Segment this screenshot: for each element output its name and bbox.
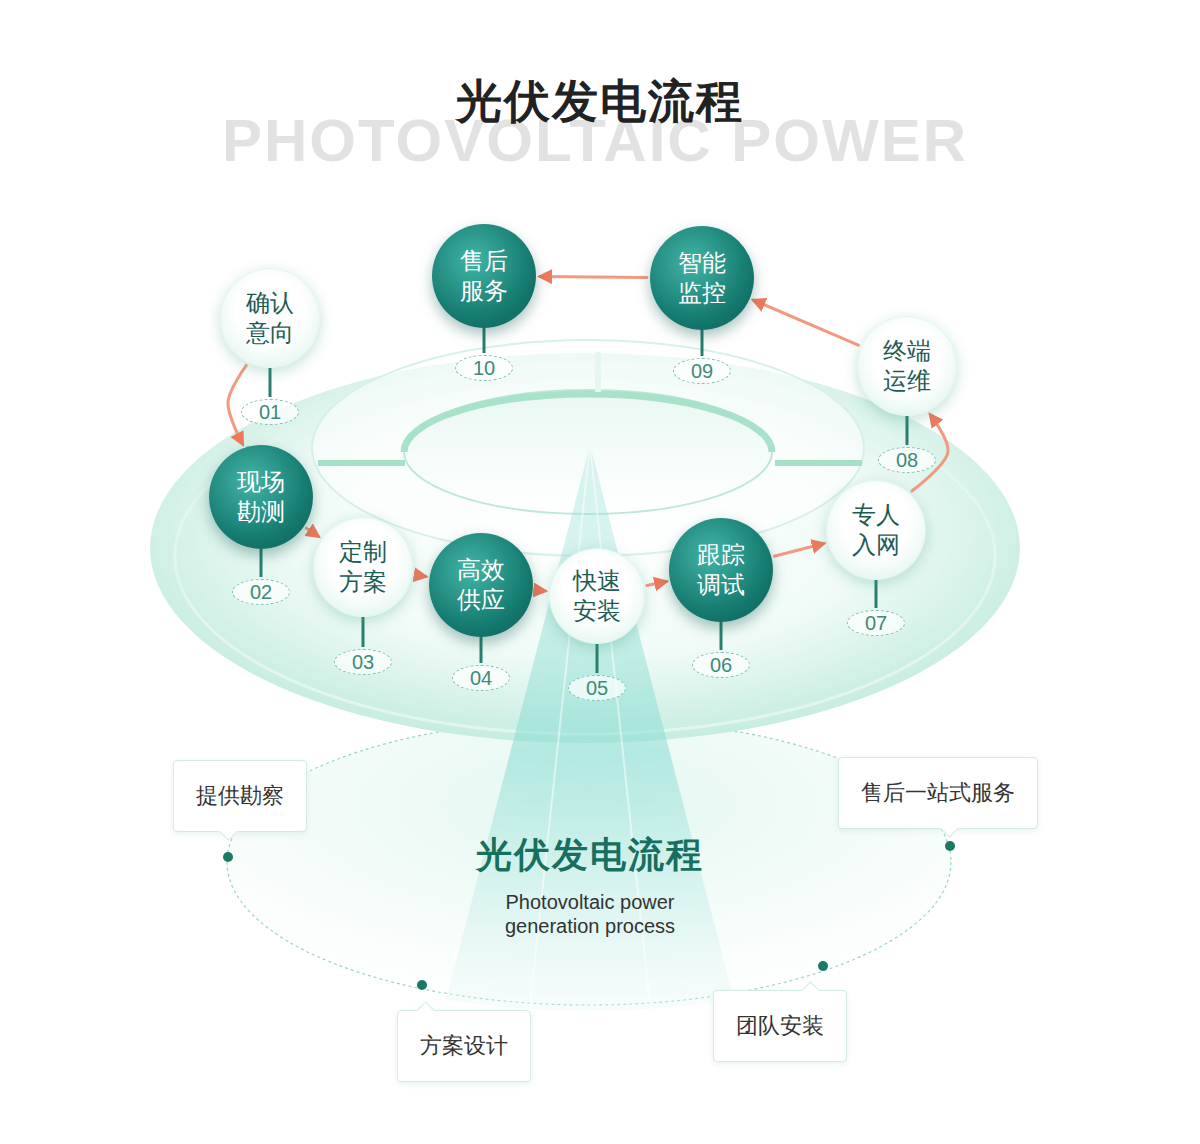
stem-line bbox=[483, 328, 486, 353]
stem-line bbox=[362, 617, 365, 647]
node-text: 高效 供应 bbox=[454, 555, 508, 615]
step-circle: 确认 意向 bbox=[220, 268, 320, 368]
callout-number: 07 bbox=[847, 610, 905, 636]
anchor-dot bbox=[945, 841, 955, 851]
flow-arrow bbox=[647, 581, 666, 585]
callout-box: 提供勘察 bbox=[173, 760, 307, 832]
node-text: 智能 监控 bbox=[675, 248, 729, 308]
ring-bar bbox=[595, 352, 601, 392]
node-text: 团队安装 bbox=[736, 1013, 824, 1038]
flow-arrow bbox=[774, 543, 823, 556]
step-circle: 跟踪 调试 bbox=[669, 518, 773, 622]
node-text: 售后一站式服务 bbox=[861, 780, 1015, 805]
callout-tail bbox=[416, 1001, 434, 1019]
callout-number: 06 bbox=[692, 652, 750, 678]
page-title: 光伏发电流程 bbox=[456, 71, 744, 133]
anchor-dot bbox=[417, 980, 427, 990]
ring-bar bbox=[318, 460, 405, 466]
ring-edge bbox=[175, 378, 995, 734]
callout-box: 售后一站式服务 bbox=[838, 757, 1038, 829]
node-text: 现场 勘测 bbox=[234, 467, 288, 527]
node-text: 跟踪 调试 bbox=[694, 540, 748, 600]
step-circle: 售后 服务 bbox=[432, 224, 536, 328]
node-text: 方案设计 bbox=[420, 1033, 508, 1058]
callout-number: 08 bbox=[878, 447, 936, 473]
stem-line bbox=[260, 549, 263, 577]
stem-line bbox=[269, 368, 272, 397]
node-text: 定制 方案 bbox=[336, 537, 390, 597]
flow-arrow bbox=[753, 300, 858, 345]
node-text: 售后 服务 bbox=[457, 246, 511, 306]
stem-line bbox=[875, 580, 878, 608]
flow-arrow bbox=[540, 275, 647, 279]
anchor-dot bbox=[818, 961, 828, 971]
callout-box: 团队安装 bbox=[713, 990, 847, 1062]
step-circle: 快速 安装 bbox=[549, 548, 645, 644]
stem-line bbox=[720, 622, 723, 650]
flow-arrow bbox=[228, 365, 246, 444]
callout-number: 05 bbox=[568, 675, 626, 701]
stem-line bbox=[480, 637, 483, 663]
step-circle: 现场 勘测 bbox=[209, 445, 313, 549]
callout-number: 02 bbox=[232, 579, 290, 605]
step-circle: 高效 供应 bbox=[429, 533, 533, 637]
callout-number: 03 bbox=[334, 649, 392, 675]
center-heading: 光伏发电流程 bbox=[476, 831, 704, 880]
callout-number: 10 bbox=[455, 355, 513, 381]
callout-box: 方案设计 bbox=[397, 1010, 531, 1082]
stem-line bbox=[906, 416, 909, 445]
center-subheading: Photovoltaic power generation process bbox=[470, 890, 710, 938]
flow-arrow bbox=[536, 589, 545, 593]
callout-tail bbox=[802, 981, 820, 999]
node-text: 专人 入网 bbox=[849, 500, 903, 560]
step-circle: 智能 监控 bbox=[650, 226, 754, 330]
anchor-dot bbox=[223, 852, 233, 862]
step-circle: 专人 入网 bbox=[826, 480, 926, 580]
callout-number: 01 bbox=[241, 399, 299, 425]
callout-stems bbox=[261, 328, 907, 673]
ring-bar bbox=[775, 460, 862, 466]
hole-rim bbox=[404, 394, 772, 452]
flow-arrow bbox=[306, 528, 318, 536]
callout-number: 09 bbox=[673, 358, 731, 384]
callout-number: 04 bbox=[452, 665, 510, 691]
step-circle: 定制 方案 bbox=[313, 517, 413, 617]
step-circle: 终端 运维 bbox=[857, 316, 957, 416]
node-text: 确认 意向 bbox=[243, 288, 297, 348]
node-text: 提供勘察 bbox=[196, 783, 284, 808]
stem-line bbox=[596, 644, 599, 673]
stem-line bbox=[701, 330, 704, 356]
flow-arrow bbox=[415, 575, 425, 577]
node-text: 终端 运维 bbox=[880, 336, 934, 396]
node-text: 快速 安装 bbox=[570, 566, 624, 626]
